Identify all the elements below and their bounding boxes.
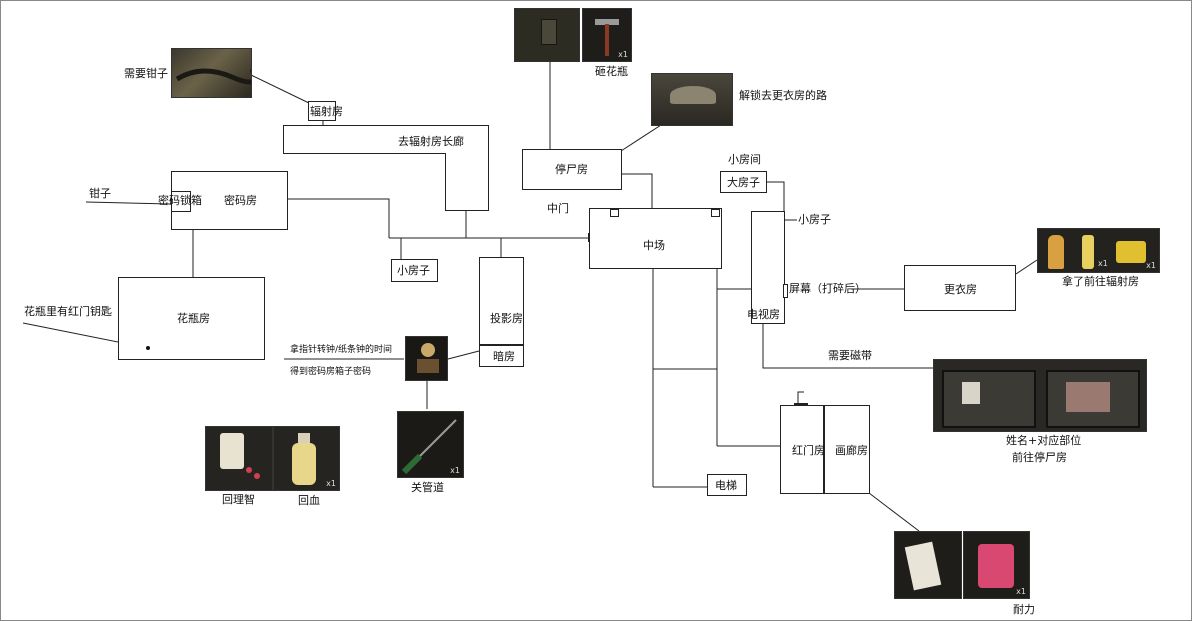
name-part-note: 姓名+对应部位 — [1006, 434, 1082, 447]
need-pliers-note: 需要钳子 — [124, 67, 168, 80]
gallery-label: 画廊房 — [835, 444, 868, 457]
central-notch-left — [610, 209, 619, 217]
go-morgue-note: 前往停尸房 — [1012, 451, 1067, 464]
tv-tape-thumbnail — [933, 359, 1147, 432]
machine-icon — [670, 86, 716, 104]
drink-qty: x1 — [1016, 587, 1026, 596]
red-door-marker[interactable] — [794, 403, 808, 406]
heal-note: 回血 — [298, 494, 320, 507]
hammer-icon — [595, 19, 619, 56]
red-door-label: 红门房 — [792, 444, 825, 457]
projection-room: 投影房 — [479, 257, 524, 345]
hammer-qty: x1 — [618, 50, 628, 59]
go-radiation-note: 拿了前往辐射房 — [1062, 275, 1139, 288]
morgue-label: 停尸房 — [555, 163, 588, 176]
projection-label: 投影房 — [490, 312, 523, 325]
image-icon — [1066, 382, 1110, 412]
pipe-icon — [175, 68, 251, 85]
pliers-note: 钳子 — [89, 187, 111, 200]
pill-bottle-icon — [220, 433, 244, 469]
elevator-label: 电梯 — [715, 479, 737, 492]
corridor-top: 去辐射房长廊 — [283, 125, 489, 154]
extinguisher-qty: x1 — [1098, 259, 1108, 268]
vase-red-key-note: 花瓶里有红门钥匙 — [24, 305, 112, 318]
shutoff-tool-qty: x1 — [450, 466, 460, 475]
unlock-path-note: 解锁去更衣房的路 — [739, 89, 827, 102]
code-room-label: 密码房 — [224, 194, 257, 207]
central-notch-right — [711, 209, 720, 217]
morgue: 停尸房 — [522, 149, 622, 190]
pointer-note-1: 拿指针转钟/纸条钟的时间 — [290, 345, 393, 355]
pill-icon — [246, 467, 252, 473]
corridor-leg — [445, 153, 489, 211]
screen-marker[interactable] — [783, 284, 788, 298]
photo-icon — [962, 382, 980, 404]
radiation-room: 辐射房 — [308, 101, 343, 121]
pointer-base-icon — [417, 359, 439, 373]
corridor-bottom-edge — [283, 153, 446, 154]
endurance-item-thumbnail-1[interactable] — [894, 531, 962, 599]
darkroom-label: 暗房 — [493, 350, 515, 363]
small-room-left: 小房子 — [391, 259, 438, 282]
big-room: 大房子 — [720, 171, 767, 193]
tv-screen-left — [942, 370, 1036, 428]
endurance-note: 耐力 — [1013, 603, 1035, 616]
radiation-room-label: 辐射房 — [310, 105, 343, 118]
geiger-counter-icon — [1116, 241, 1146, 263]
pointer-knob-icon — [421, 343, 435, 357]
corridor-label: 去辐射房长廊 — [398, 135, 464, 148]
pointer-note-2: 得到密码房箱子密码 — [290, 367, 372, 377]
geiger-counter-qty: x1 — [1146, 261, 1156, 270]
tv-room-label: 电视房 — [747, 308, 780, 321]
vase-room-label: 花瓶房 — [177, 312, 210, 325]
extinguisher-icon — [1082, 235, 1094, 269]
vase-room: 花瓶房 — [118, 277, 265, 360]
need-tape-note: 需要磁带 — [828, 349, 872, 362]
pointer-thumbnail[interactable] — [405, 336, 448, 381]
shutoff-tool-thumbnail[interactable]: x1 — [397, 411, 464, 478]
sanity-pills-thumbnail[interactable] — [205, 426, 273, 491]
pliers-location-thumbnail — [171, 48, 252, 98]
red-door-room: 红门房 — [780, 405, 825, 494]
big-room-label: 大房子 — [727, 176, 760, 189]
endurance-item-thumbnail-2[interactable]: x1 — [963, 531, 1030, 599]
hazmat-suit-icon — [1048, 235, 1064, 269]
hammer-thumbnail[interactable]: x1 — [582, 8, 632, 62]
central-room: 中场 — [589, 208, 722, 269]
drink-icon — [978, 544, 1014, 588]
central-label: 中场 — [643, 239, 665, 252]
elevator: 电梯 — [707, 474, 747, 496]
unlock-thumbnail — [651, 73, 733, 126]
changing-room-label: 更衣房 — [944, 283, 977, 296]
darkroom: 暗房 — [479, 345, 524, 367]
tv-room: 电视房 — [747, 211, 785, 324]
screwdriver-icon — [401, 419, 457, 475]
medicine-pack-icon — [904, 541, 942, 591]
heal-bottle-thumbnail[interactable]: x1 — [273, 426, 340, 491]
code-box[interactable]: 密码锁箱 — [158, 191, 202, 212]
tv-screen-right — [1046, 370, 1140, 428]
screen-label: 屏幕（打碎后） — [789, 282, 866, 295]
hammer-note: 砸花瓶 — [595, 65, 628, 78]
shutoff-note: 关管道 — [411, 481, 444, 494]
gallery-room: 画廊房 — [824, 405, 870, 494]
code-box-label: 密码锁箱 — [158, 194, 202, 207]
small-room-top-label: 小房间 — [728, 153, 761, 166]
vase-dot — [146, 346, 150, 350]
pill-icon-2 — [254, 473, 260, 479]
door-thumbnail — [514, 8, 580, 62]
sanity-note: 回理智 — [222, 493, 255, 506]
changing-room: 更衣房 — [904, 265, 1016, 311]
bottle-icon — [292, 443, 316, 485]
radiation-gear-thumbnail[interactable]: x1 x1 — [1037, 228, 1160, 273]
middle-door-label: 中门 — [547, 202, 569, 215]
small-room-left-label: 小房子 — [397, 264, 430, 277]
bottle-cap-icon — [298, 433, 310, 443]
small-room-right-label: 小房子 — [798, 213, 831, 226]
heal-bottle-qty: x1 — [326, 479, 336, 488]
door-icon — [541, 19, 557, 45]
